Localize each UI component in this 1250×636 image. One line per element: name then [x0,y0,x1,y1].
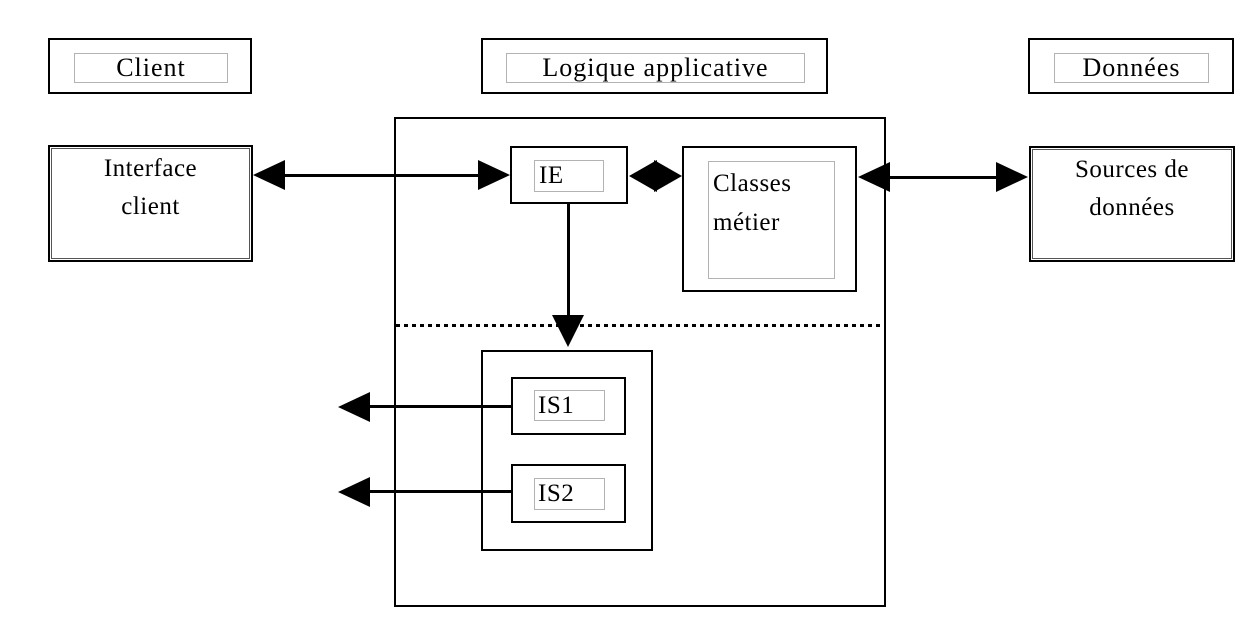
donnees-header-frame: Données [1054,53,1209,83]
classes-metier-frame: Classes métier [708,161,835,279]
arrow-ie-down-head-icon [552,315,584,347]
arrow-ie-down-line [567,204,570,320]
client-header-frame: Client [74,53,228,83]
logique-header-label: Logique applicative [542,53,769,82]
arrow-ie-classes-left-head-icon [629,160,657,192]
classes-metier-label: Classes métier [713,164,792,242]
ie-label: IE [539,162,564,189]
client-header-box: Client [48,38,252,94]
is2-frame: IS2 [534,478,605,510]
arrow-client-ie-left-head-icon [253,160,285,190]
sources-donnees-line1: Sources de [1075,156,1189,183]
interface-client-box: Interface client [48,145,253,262]
donnees-header-label: Données [1082,53,1181,82]
is2-label: IS2 [538,480,575,507]
arrow-is1-head-icon [338,392,370,422]
arrow-classes-sources-right-head-icon [996,162,1028,192]
arrow-is2-line [368,490,511,493]
ie-box: IE [510,146,628,204]
ie-frame: IE [534,160,604,192]
is2-box: IS2 [511,464,626,523]
interface-client-label: Interface client [50,147,251,226]
arrow-client-ie-right-head-icon [478,160,510,190]
dashed-separator-line [396,324,883,327]
classes-metier-line1: Classes [713,170,792,197]
is1-box: IS1 [511,377,626,435]
classes-metier-line2: métier [713,209,780,236]
client-header-label: Client [116,53,186,82]
arrow-client-ie-line [280,174,482,177]
logique-header-frame: Logique applicative [506,53,805,83]
donnees-header-box: Données [1028,38,1234,94]
arrow-is2-head-icon [338,477,370,507]
arrow-classes-sources-line [886,176,1000,179]
is1-label: IS1 [538,391,575,419]
arrow-ie-classes-right-head-icon [654,160,682,192]
sources-donnees-box: Sources de données [1029,146,1235,262]
classes-metier-box: Classes métier [682,146,857,292]
arrow-is1-line [368,405,511,408]
sources-donnees-line2: données [1089,194,1175,221]
sources-donnees-label: Sources de données [1031,148,1233,227]
is1-frame: IS1 [534,390,605,421]
interface-client-line1: Interface [103,155,198,182]
interface-client-line2: client [121,193,180,220]
arrow-classes-sources-left-head-icon [858,162,890,192]
logique-header-box: Logique applicative [481,38,828,94]
